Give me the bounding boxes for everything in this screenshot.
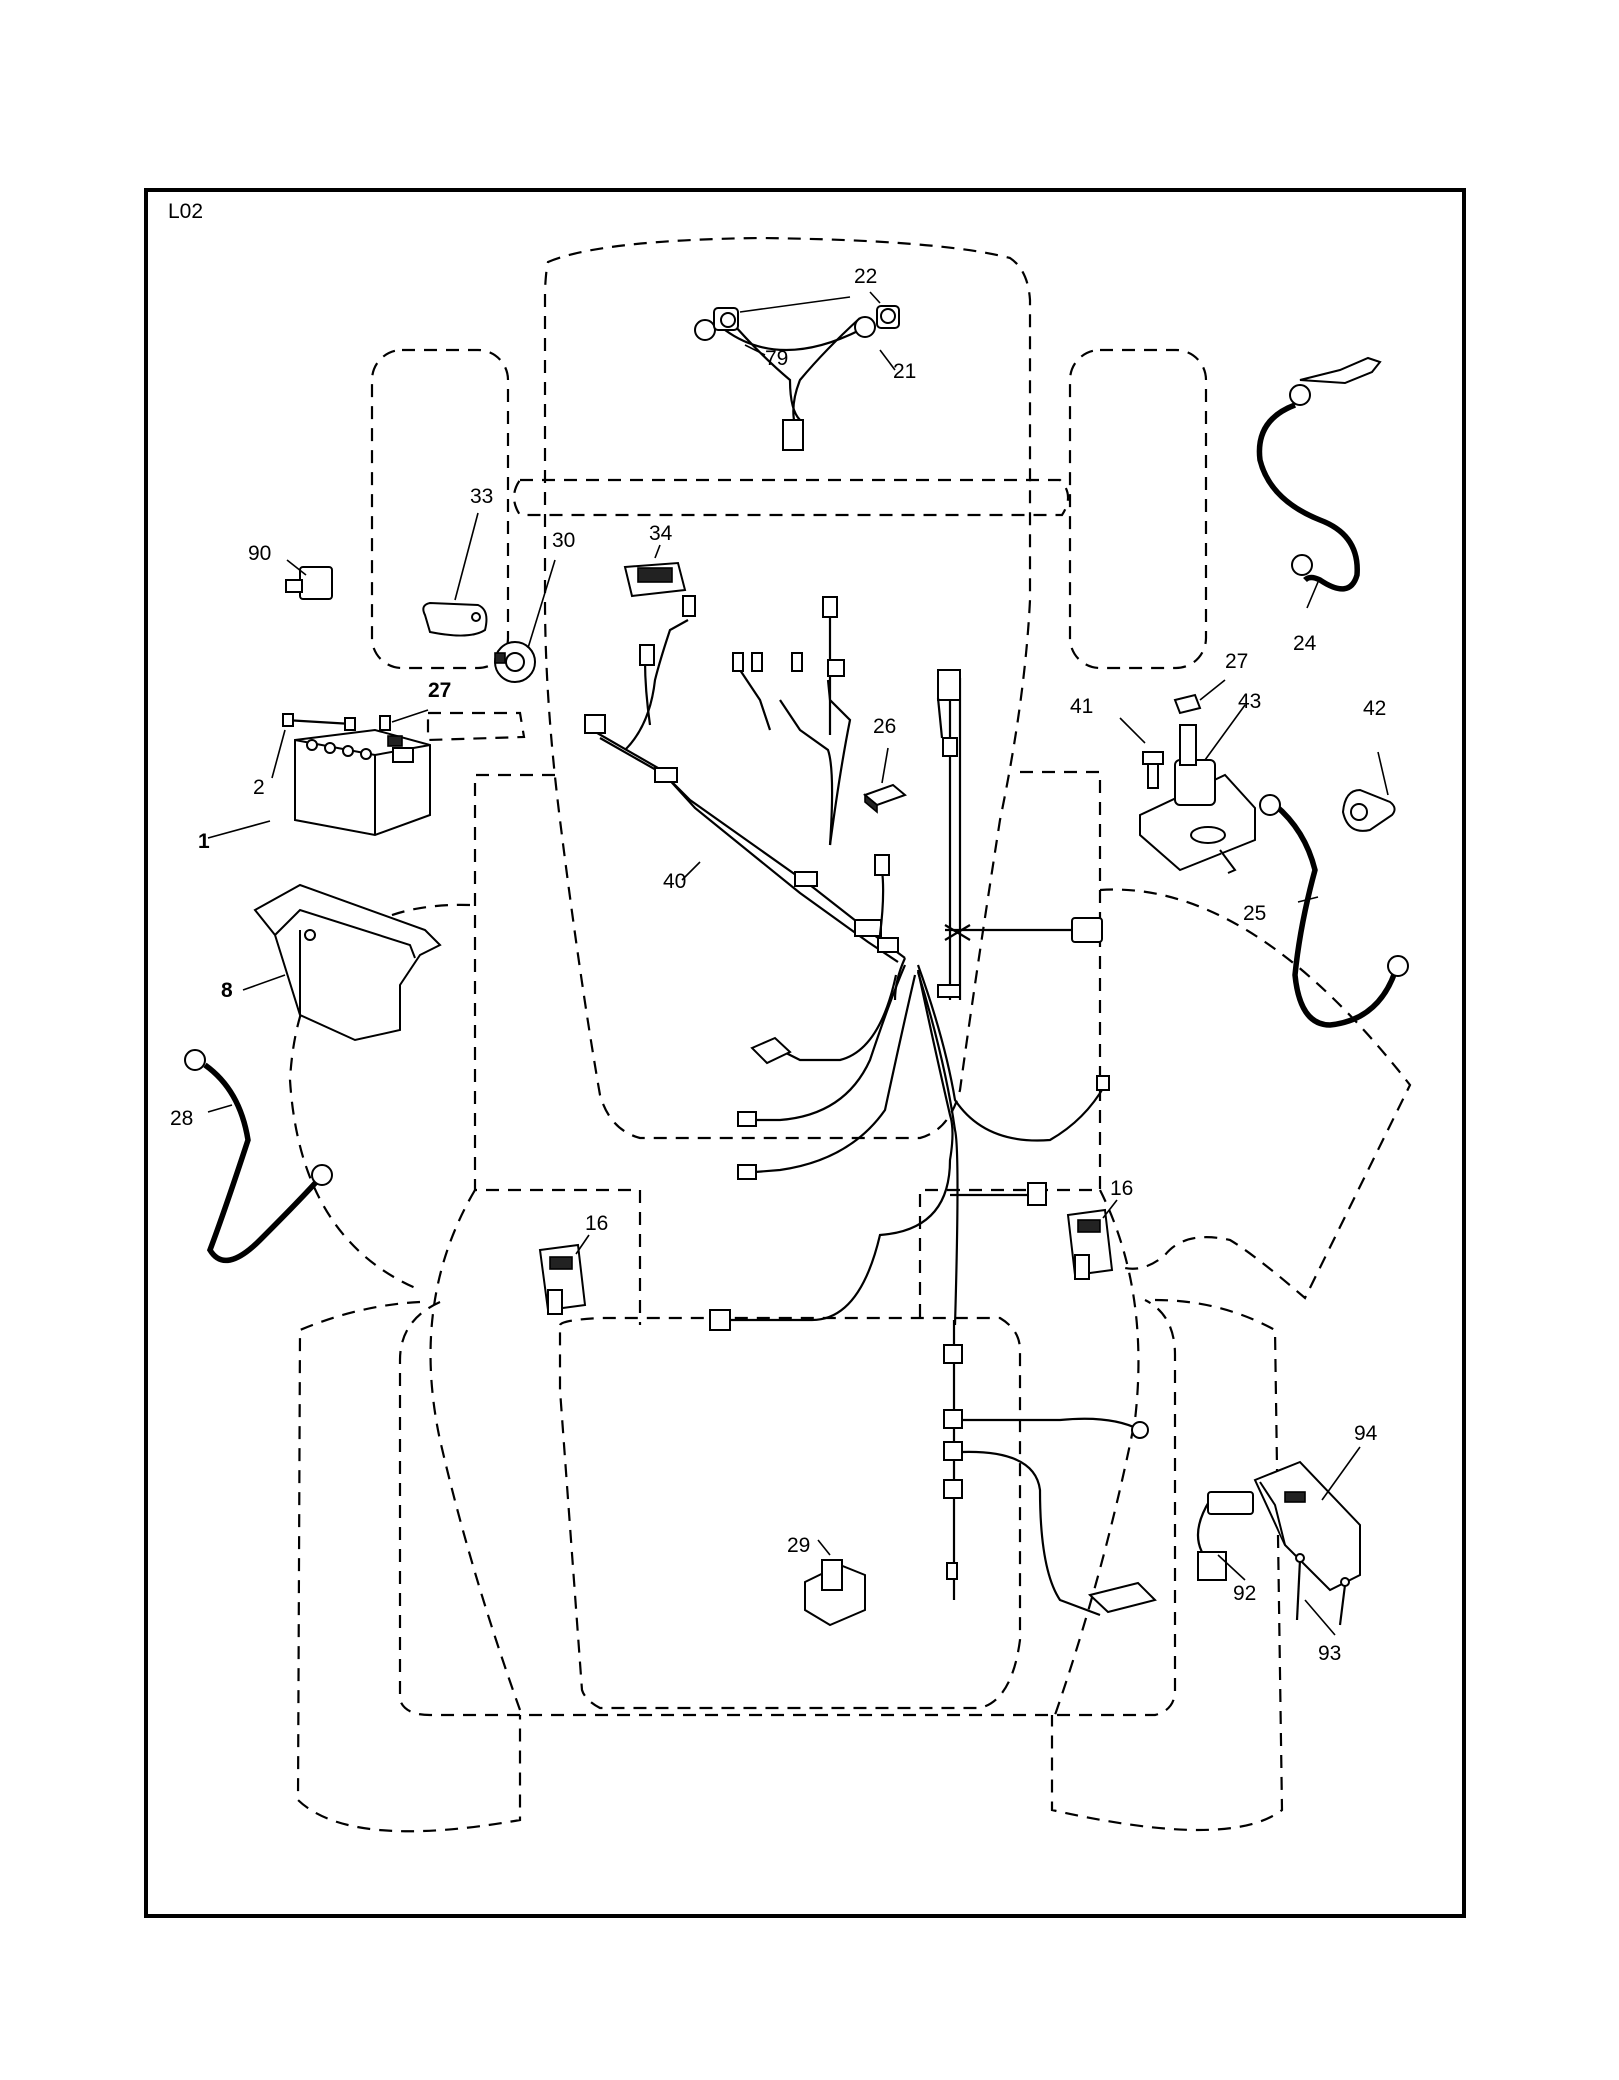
main-harness-40 [584, 595, 1157, 1617]
callout-24: 24 [1293, 632, 1317, 655]
cable-25 [1259, 794, 1409, 1028]
solenoid-43 [1139, 704, 1256, 874]
callout-41: 41 [1070, 695, 1093, 718]
left-rail [473, 773, 642, 1325]
headlight-bulb-left [694, 307, 739, 341]
switch-16-right [1066, 1199, 1118, 1280]
fender-right [1099, 888, 1412, 1300]
screws-93 [1295, 1553, 1350, 1636]
cable-28 [184, 1049, 333, 1264]
callout-28: 28 [170, 1107, 193, 1130]
callout-92: 92 [1233, 1582, 1256, 1605]
module-94 [1253, 1446, 1361, 1592]
ignition-key [422, 512, 488, 637]
callout-40: 40 [663, 870, 686, 893]
callout-16-right: 16 [1110, 1177, 1133, 1200]
fuse-26 [863, 747, 907, 814]
callout-1: 1 [198, 830, 210, 853]
hood-outline [543, 236, 1032, 1140]
front-wheel-right [1068, 348, 1208, 670]
seat-deck [558, 1316, 1022, 1710]
callout-79: 79 [765, 347, 788, 370]
rear-diag-right [1053, 1189, 1140, 1716]
callout-labels: 22 79 21 33 30 90 34 24 27 2 1 26 27 41 … [170, 265, 1386, 1665]
nut-27-battery [379, 709, 429, 731]
headlight-bulb-right [854, 305, 900, 338]
callout-27-solenoid: 27 [1225, 650, 1248, 673]
callout-27-battery: 27 [428, 679, 451, 702]
nut-27-solenoid [1173, 679, 1226, 715]
switch-16-left [538, 1234, 590, 1315]
callout-93: 93 [1318, 1642, 1341, 1665]
switch-34 [623, 544, 687, 598]
headlight-assembly [694, 291, 900, 451]
rear-wheel-left [296, 1300, 522, 1833]
callout-42: 42 [1363, 697, 1386, 720]
battery [207, 728, 431, 839]
front-wheel-left [370, 348, 510, 670]
diagram-frame [144, 188, 1466, 1918]
callout-25: 25 [1243, 902, 1266, 925]
rear-diag-left [429, 1189, 522, 1711]
callout-33: 33 [470, 485, 493, 508]
rear-frame [398, 1299, 1177, 1717]
hood-crossbar [512, 478, 1070, 517]
rear-wheel-right [1050, 1298, 1284, 1832]
ignition-switch [494, 559, 556, 683]
connector-90 [285, 559, 333, 600]
callout-34: 34 [649, 522, 673, 545]
battery-bolt-2 [271, 713, 356, 779]
sheet-code: L02 [168, 200, 203, 223]
callout-26: 26 [873, 715, 896, 738]
plug-92 [1196, 1491, 1254, 1581]
callout-21: 21 [893, 360, 916, 383]
callout-16-left: 16 [585, 1212, 608, 1235]
callout-22: 22 [854, 265, 877, 288]
battery-tray-8 [242, 883, 442, 1042]
callout-43: 43 [1238, 690, 1261, 713]
boot-42 [1341, 751, 1396, 832]
small-bracket-outline [426, 711, 526, 742]
callout-94: 94 [1354, 1422, 1378, 1445]
right-rail [918, 770, 1102, 1325]
callout-30: 30 [552, 529, 575, 552]
callout-90: 90 [248, 542, 271, 565]
callout-8: 8 [221, 979, 233, 1002]
switch-29 [804, 1539, 866, 1627]
callout-2: 2 [253, 776, 265, 799]
callout-29: 29 [787, 1534, 810, 1557]
bolt-41 [1119, 717, 1164, 789]
cable-24 [1256, 356, 1382, 609]
